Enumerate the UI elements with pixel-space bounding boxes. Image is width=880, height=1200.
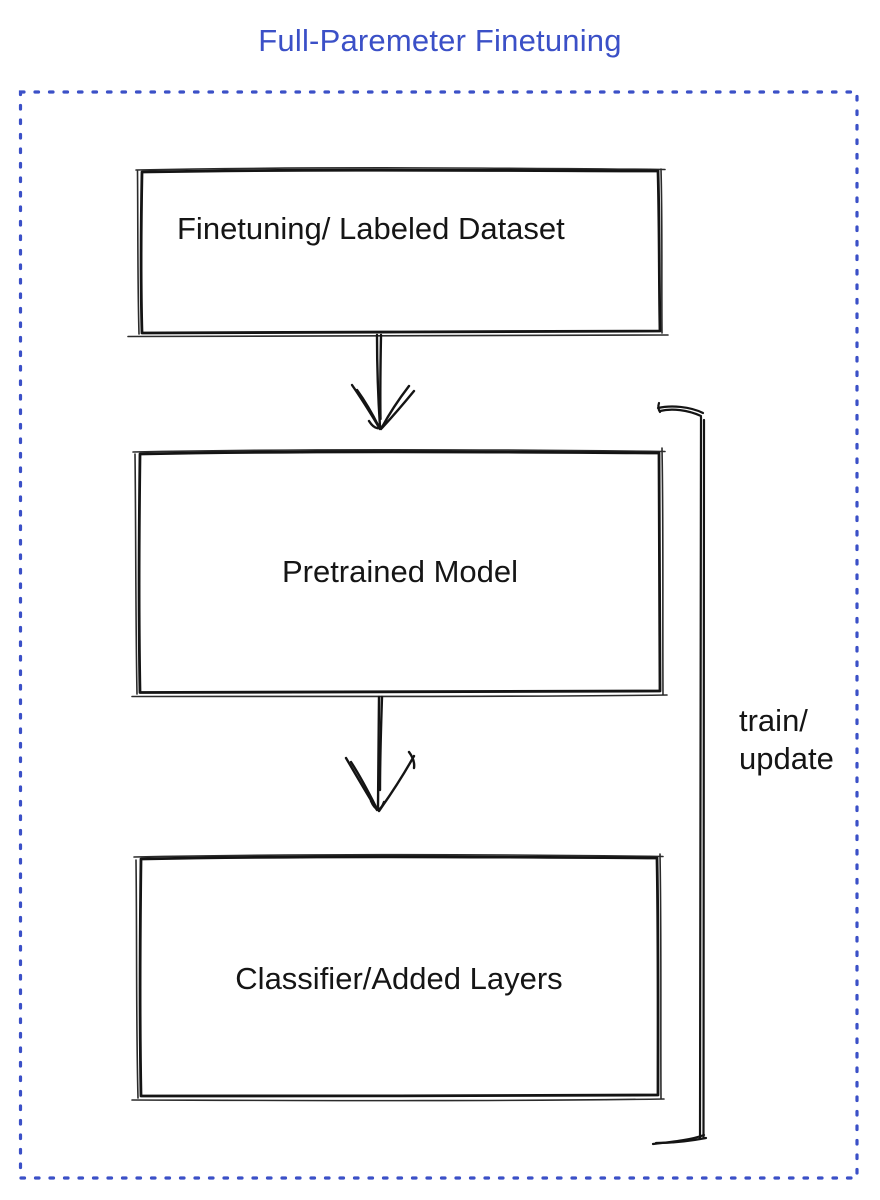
pretrained-model-box-shape	[137, 450, 662, 694]
bracket-bottom-stub-sketch	[651, 1133, 706, 1146]
arrow-tip-sketch	[369, 799, 386, 811]
classifier-box-sketch	[131, 853, 665, 1102]
finetuning-dataset-box-shape	[139, 168, 662, 335]
train-update-bracket	[651, 401, 708, 1146]
arrow-shaft-sketch	[379, 333, 383, 421]
bracket-top-stub	[658, 408, 703, 418]
finetuning-dataset-label: Finetuning/ Labeled Dataset	[177, 211, 565, 246]
pretrained-model-label: Pretrained Model	[281, 554, 519, 589]
classifier-box-shape	[138, 855, 660, 1098]
arrow-tip-sketch	[367, 419, 388, 430]
classifier-label: Classifier/Added Layers	[235, 961, 563, 996]
arrow-shaft	[376, 695, 381, 809]
finetuning-dataset-box-sketch	[127, 167, 669, 338]
arrow-head-left-sketch	[355, 388, 381, 429]
arrow-pretrained-to-classifier	[344, 695, 416, 813]
pretrained-model-box	[131, 447, 668, 698]
arrow-shaft-sketch	[378, 695, 384, 792]
arrow-head-right-sketch	[380, 389, 416, 430]
bracket-vertical	[698, 415, 703, 1141]
arrow-dataset-to-pretrained	[350, 333, 416, 431]
pretrained-model-box-sketch	[131, 447, 668, 698]
dashed-boundary	[18, 90, 859, 1180]
finetuning-dataset-box	[127, 167, 669, 338]
bracket-label: train/ update	[739, 703, 834, 776]
bracket-top-stub-sketch	[656, 401, 705, 415]
arrow-head-left-sketch	[349, 760, 378, 809]
arrow-head-right-hook	[407, 750, 416, 770]
bracket-vertical-sketch	[702, 418, 706, 1139]
diagram-title: Full-Paremeter Finetuning	[258, 23, 622, 58]
classifier-box	[131, 853, 665, 1102]
